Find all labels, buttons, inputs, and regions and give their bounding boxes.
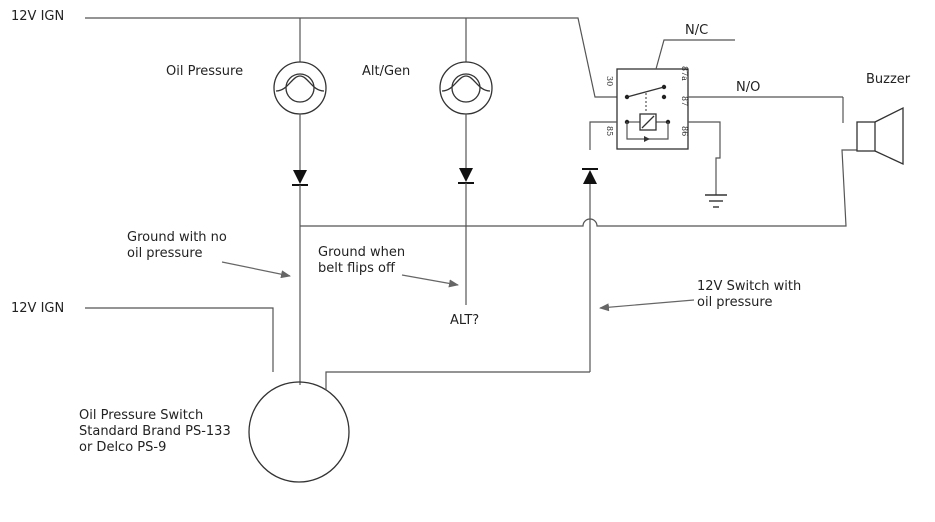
relay-pin-87a: 87a (680, 66, 689, 81)
no-label: N/O (736, 80, 761, 95)
bottom-ign-wire (85, 307, 274, 372)
switch-12v-line1: 12V Switch with (697, 279, 802, 294)
nc-label: N/C (685, 23, 709, 38)
alt-question-label: ALT? (450, 313, 480, 328)
relay-pin-87: 87 (680, 96, 689, 107)
ground-belt-line1: Ground when (318, 245, 406, 260)
oil-pressure-switch (248, 381, 350, 483)
ground-belt-line2: belt flips off (318, 261, 395, 276)
relay (589, 39, 844, 195)
ign-top-label: 12V IGN (11, 9, 65, 24)
buzzer-label: Buzzer (866, 72, 911, 87)
relay-pin-30: 30 (605, 76, 614, 87)
ground-no-oil-line2: oil pressure (127, 246, 203, 261)
alt-gen-lamp (439, 61, 493, 115)
relay-pin-86: 86 (680, 126, 689, 137)
ign-bottom-label: 12V IGN (11, 301, 65, 316)
buzzer-return-wire (300, 149, 857, 227)
switch-12v-line2: oil pressure (697, 295, 773, 310)
relay-diode (582, 168, 598, 184)
oil-pressure-label: Oil Pressure (166, 64, 244, 79)
oil-switch-line3: or Delco PS-9 (79, 440, 167, 455)
relay-pin-85: 85 (605, 126, 614, 137)
buzzer-icon (856, 106, 904, 166)
arrow-ground-belt (401, 274, 459, 288)
arrow-ground-no-oil (221, 261, 291, 279)
oil-lamp-diode (292, 170, 308, 186)
oil-switch-line2: Standard Brand PS-133 (79, 424, 231, 439)
ground-no-oil-line1: Ground with no (127, 230, 227, 245)
oil-switch-line1: Oil Pressure Switch (79, 408, 204, 423)
oil-pressure-lamp (273, 61, 327, 115)
alt-gen-label: Alt/Gen (362, 64, 411, 79)
top-ign-wire (85, 17, 617, 98)
ground-symbol (705, 194, 727, 208)
alt-lamp-diode (458, 168, 474, 184)
arrow-12v-switch (599, 299, 695, 312)
